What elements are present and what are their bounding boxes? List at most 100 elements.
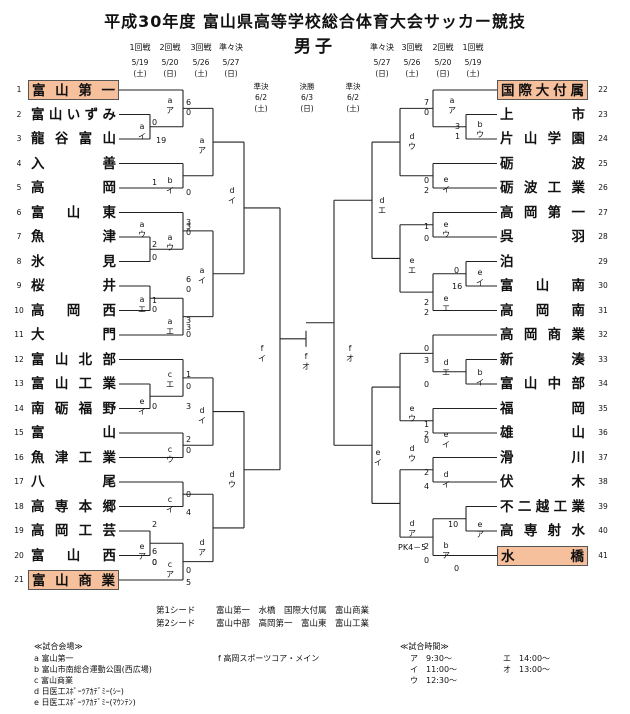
round-day: (土)	[133, 69, 147, 78]
score: 2	[152, 520, 158, 529]
team-row: 高専本郷	[28, 497, 119, 517]
team-name-char: 工	[78, 376, 93, 392]
team-name-char: 山	[66, 204, 81, 221]
team-number: 21	[14, 575, 24, 584]
team-number: 17	[14, 477, 24, 486]
team-name-char: 波	[571, 155, 586, 172]
team-name-char: 高	[31, 302, 45, 319]
team-name-char: 山	[523, 131, 538, 147]
venue-tag: e	[375, 448, 381, 457]
team-name-char: 山	[54, 376, 69, 392]
team-number: 34	[598, 379, 608, 388]
team-name-char: 第	[547, 204, 562, 221]
team-number: 10	[14, 305, 24, 315]
round-day: (日)	[436, 69, 450, 78]
venue-tag: e	[139, 542, 145, 551]
team-name-char: 越	[535, 498, 550, 515]
team-name-char: 湊	[571, 351, 586, 368]
team-row: 砺波工業	[497, 178, 588, 198]
round-day: (日)	[375, 69, 389, 78]
team-name-char: 砺	[500, 155, 514, 172]
team-row: 富山商業	[28, 570, 119, 590]
team-row: 富山東	[28, 203, 119, 223]
time-heading: ≪試合時間≫	[400, 642, 449, 651]
venue-tag: d	[443, 470, 449, 479]
team-number: 24	[598, 134, 608, 143]
team-row: 上市	[497, 105, 588, 125]
team-name-char: 伏	[500, 474, 514, 490]
round-date: 5/19	[131, 58, 149, 67]
team-number: 36	[598, 428, 608, 437]
score: 3	[186, 316, 192, 325]
team-number: 35	[598, 403, 608, 413]
team-number: 4	[16, 158, 22, 168]
team-name-char: 富	[31, 106, 45, 123]
score: 3	[455, 122, 461, 131]
team-name-char: 専	[54, 498, 69, 515]
venue-tag: a	[139, 220, 145, 229]
team-name-char: 工	[547, 180, 562, 196]
team-number: 22	[598, 85, 608, 94]
team-name-char: 富	[32, 83, 46, 99]
team-number: 32	[598, 330, 608, 339]
time-tag: イ	[166, 505, 174, 514]
team-name-char: ず	[84, 106, 99, 123]
time-tag: イ	[138, 132, 146, 141]
team-number: 8	[16, 256, 22, 266]
team-name-char: 岡	[54, 523, 69, 539]
score: 3	[424, 356, 430, 365]
time-tag: ウ	[408, 142, 416, 151]
team-name-char: 井	[102, 278, 117, 294]
score: 3	[186, 323, 192, 332]
team-name-char: 工	[78, 449, 93, 466]
team-row: 伏木	[497, 472, 588, 492]
round-day: (日)	[224, 69, 238, 78]
team-row: 大門	[28, 325, 119, 345]
semi-right-date: 6/2	[346, 93, 360, 102]
round-label: 2回戦	[159, 43, 181, 52]
round-label: 1回戦	[129, 43, 151, 52]
score: 3	[186, 218, 192, 227]
team-name-char: 岡	[523, 327, 538, 343]
team-name-char: 山	[535, 278, 550, 294]
venue-item: d 日医工ｽﾎﾟｰﾂｱｶﾃﾞﾐｰ(ｼｰ)	[34, 687, 124, 696]
team-number: 26	[598, 183, 608, 192]
score: 0	[454, 564, 460, 573]
team-name-char: 富	[31, 547, 45, 564]
time-tag: ア	[476, 530, 484, 539]
score: 10	[448, 520, 459, 529]
team-name-char: 水	[571, 523, 585, 539]
team-row: 福岡	[497, 399, 588, 419]
team-name-char: 呉	[500, 229, 514, 245]
time-tag: オ	[302, 362, 310, 371]
team-name-char: 業	[571, 498, 586, 515]
team-number: 30	[598, 281, 608, 290]
venue-tag: e	[477, 520, 483, 529]
time-tag: イ	[442, 440, 450, 449]
team-row: 龍谷富山	[28, 129, 119, 149]
round-day: (日)	[163, 69, 177, 78]
team-row: 不二越工業	[497, 497, 588, 517]
score: 2	[424, 186, 430, 195]
time-tag: ウ	[408, 414, 416, 423]
team-row: 富山中部	[497, 374, 588, 394]
score: 6	[186, 98, 192, 107]
team-number: 7	[16, 232, 22, 241]
team-name-char: 二	[517, 498, 532, 515]
score: 1	[152, 296, 158, 305]
team-name-char: 岡	[102, 180, 117, 196]
team-number: 41	[598, 550, 608, 560]
team-name-char: 射	[547, 523, 562, 539]
team-name-char: 高	[500, 327, 514, 343]
team-name-char: み	[102, 106, 117, 123]
team-row: 高岡南	[497, 301, 588, 321]
team-number: 19	[14, 526, 24, 535]
venue-tag: d	[409, 519, 415, 528]
time-tag: イ	[138, 407, 146, 416]
time-tag: ア	[166, 570, 174, 579]
round-date: 5/19	[464, 58, 482, 67]
team-name-char: 雄	[500, 425, 514, 441]
team-name-char: 波	[523, 180, 538, 196]
team-name-char: 一	[101, 83, 115, 99]
round-label: 3回戦	[401, 43, 423, 52]
